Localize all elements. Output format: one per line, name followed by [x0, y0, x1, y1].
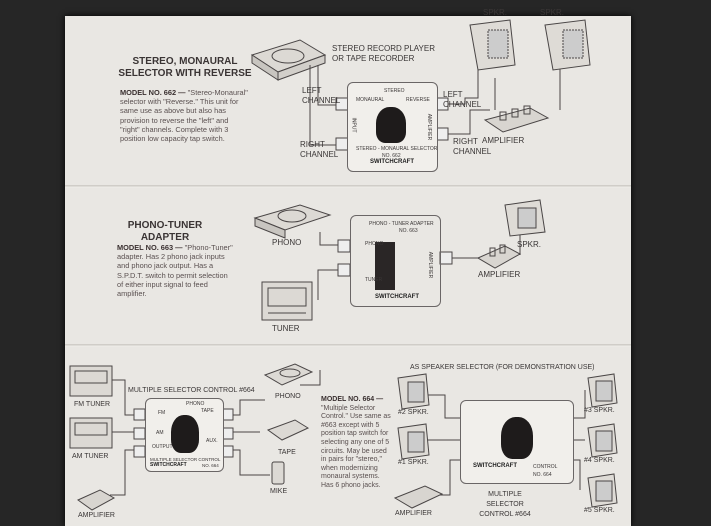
- device-name: CONTROL NO. 664: [533, 464, 558, 478]
- speaker-3-label: #3 SPKR.: [584, 407, 615, 414]
- right-channel-out: RIGHT CHANNEL: [453, 137, 492, 156]
- speaker-icon: [397, 373, 430, 410]
- device-name: MULTIPLE SELECTOR CONTROL: [150, 457, 221, 462]
- speaker-icon: [469, 19, 516, 71]
- tuner-label: TUNER: [272, 324, 300, 333]
- model-number: MODEL NO. 663 —: [117, 243, 183, 252]
- speaker-label: SPKR.: [483, 8, 508, 17]
- device-number: NO. 662: [382, 153, 401, 159]
- description-text: "Multiple Selector Control." Use same as…: [321, 404, 391, 489]
- phono-label: PHONO: [272, 238, 302, 247]
- section-title-663: PHONO-TUNER ADAPTER: [127, 220, 203, 243]
- source-label: STEREO RECORD PLAYER OR TAPE RECORDER: [332, 44, 435, 63]
- selector-664-speaker: SWITCHCRAFT CONTROL NO. 664: [460, 400, 574, 484]
- speaker-icon: [397, 423, 430, 460]
- fm-position: FM: [158, 410, 166, 416]
- amplifier-side-label: AMPLIFIER: [426, 113, 433, 141]
- tape-label: TAPE: [278, 449, 296, 456]
- tuner-position[interactable]: TUNER: [365, 277, 383, 283]
- amplifier-icon: [393, 485, 444, 509]
- speaker-label: SPKR.: [517, 240, 542, 249]
- output-label: OUTPUT: [152, 444, 173, 450]
- model-number: MODEL NO. 662 —: [120, 88, 186, 97]
- description-text: "Phono-Tuner" adapter. Has 2 phono jack …: [117, 243, 233, 299]
- selector-knob[interactable]: [171, 415, 199, 453]
- brand-logo: SWITCHCRAFT: [473, 463, 517, 469]
- am-tuner-label: AM TUNER: [72, 453, 109, 460]
- speaker-icon: [504, 199, 546, 237]
- amplifier-label: AMPLIFIER: [78, 512, 115, 519]
- fold-line: [65, 344, 631, 347]
- left-channel-in: LEFT CHANNEL: [302, 86, 341, 105]
- speaker-icon: [587, 373, 618, 408]
- aux-position: AUX.: [206, 438, 218, 444]
- phono-position[interactable]: PHONO: [365, 241, 384, 247]
- control-label: MULTIPLE SELECTOR CONTROL #664: [479, 491, 531, 518]
- phono-label: PHONO: [275, 393, 301, 400]
- stereo-position: STEREO: [384, 88, 405, 94]
- selector-664: FM AM PHONO TAPE AUX. OUTPUT MULTIPLE SE…: [145, 398, 224, 472]
- selector-662: STEREO MONAURAL REVERSE INPUT AMPLIFIER …: [347, 82, 438, 172]
- record-player-icon: [250, 39, 327, 81]
- speaker-selector-heading: AS SPEAKER SELECTOR (FOR DEMONSTRATION U…: [410, 364, 595, 371]
- section-title-662: STEREO, MONAURAL SELECTOR WITH REVERSE: [118, 56, 252, 79]
- monaural-position: MONAURAL: [356, 97, 385, 103]
- selector-knob[interactable]: [376, 107, 406, 143]
- amplifier-icon: [77, 489, 116, 511]
- phono-icon: [253, 204, 332, 239]
- left-channel-out: LEFT CHANNEL: [443, 90, 482, 109]
- speaker-1-label: #1 SPKR.: [398, 459, 429, 466]
- speaker-icon: [587, 473, 618, 508]
- speaker-4-label: #4 SPKR.: [584, 457, 615, 464]
- device-number: NO. 663: [399, 228, 418, 234]
- description-664: MODEL NO. 664 — "Multiple Selector Contr…: [321, 396, 393, 491]
- brand-logo: SWITCHCRAFT: [370, 159, 414, 165]
- tape-position: TAPE: [201, 408, 214, 414]
- control-label: MULTIPLE SELECTOR CONTROL #664: [128, 387, 255, 394]
- phono-icon: [263, 363, 314, 386]
- device-name: STEREO - MONAURAL SELECTOR: [356, 146, 438, 152]
- right-channel-in: RIGHT CHANNEL: [300, 140, 339, 159]
- am-tuner-icon: [69, 417, 113, 449]
- speaker-5-label: #5 SPKR.: [584, 507, 615, 514]
- brand-logo: SWITCHCRAFT: [150, 462, 187, 468]
- amplifier-icon: [483, 105, 550, 133]
- model-number: MODEL NO. 664 —: [321, 396, 384, 403]
- fm-tuner-label: FM TUNER: [74, 401, 111, 408]
- amplifier-label: AMPLIFIER: [482, 136, 525, 145]
- input-label: INPUT: [350, 117, 357, 133]
- phono-position: PHONO: [186, 401, 205, 407]
- reverse-position: REVERSE: [406, 97, 430, 103]
- amplifier-icon: [476, 244, 522, 269]
- tape-icon: [266, 419, 310, 441]
- speaker-2-label: #2 SPKR.: [398, 409, 429, 416]
- speaker-icon: [544, 19, 591, 71]
- speaker-label: SPKR.: [540, 8, 565, 17]
- device-number: NO. 664: [202, 463, 219, 468]
- mike-label: MIKE: [270, 488, 288, 495]
- description-663: MODEL NO. 663 — "Phono-Tuner" adapter. H…: [117, 243, 235, 298]
- brand-logo: SWITCHCRAFT: [375, 294, 419, 300]
- selector-knob[interactable]: [501, 417, 533, 459]
- fm-tuner-icon: [69, 365, 113, 397]
- description-662: MODEL NO. 662 — "Stereo-Monaural" select…: [120, 88, 250, 143]
- tuner-icon: [261, 281, 313, 321]
- amplifier-label: AMPLIFIER: [395, 510, 432, 517]
- fold-line: [65, 185, 631, 188]
- description-text: "Stereo-Monaural" selector with "Reverse…: [120, 88, 248, 144]
- speaker-icon: [587, 423, 618, 458]
- microphone-icon: [271, 461, 285, 485]
- am-position: AM: [156, 430, 164, 436]
- amplifier-label: AMPLIFIER: [478, 270, 521, 279]
- adapter-663: PHONO - TUNER ADAPTER NO. 663 PHONO TUNE…: [350, 215, 441, 307]
- device-name: PHONO - TUNER ADAPTER: [369, 221, 434, 227]
- amplifier-side-label: AMPLIFIER: [427, 251, 434, 279]
